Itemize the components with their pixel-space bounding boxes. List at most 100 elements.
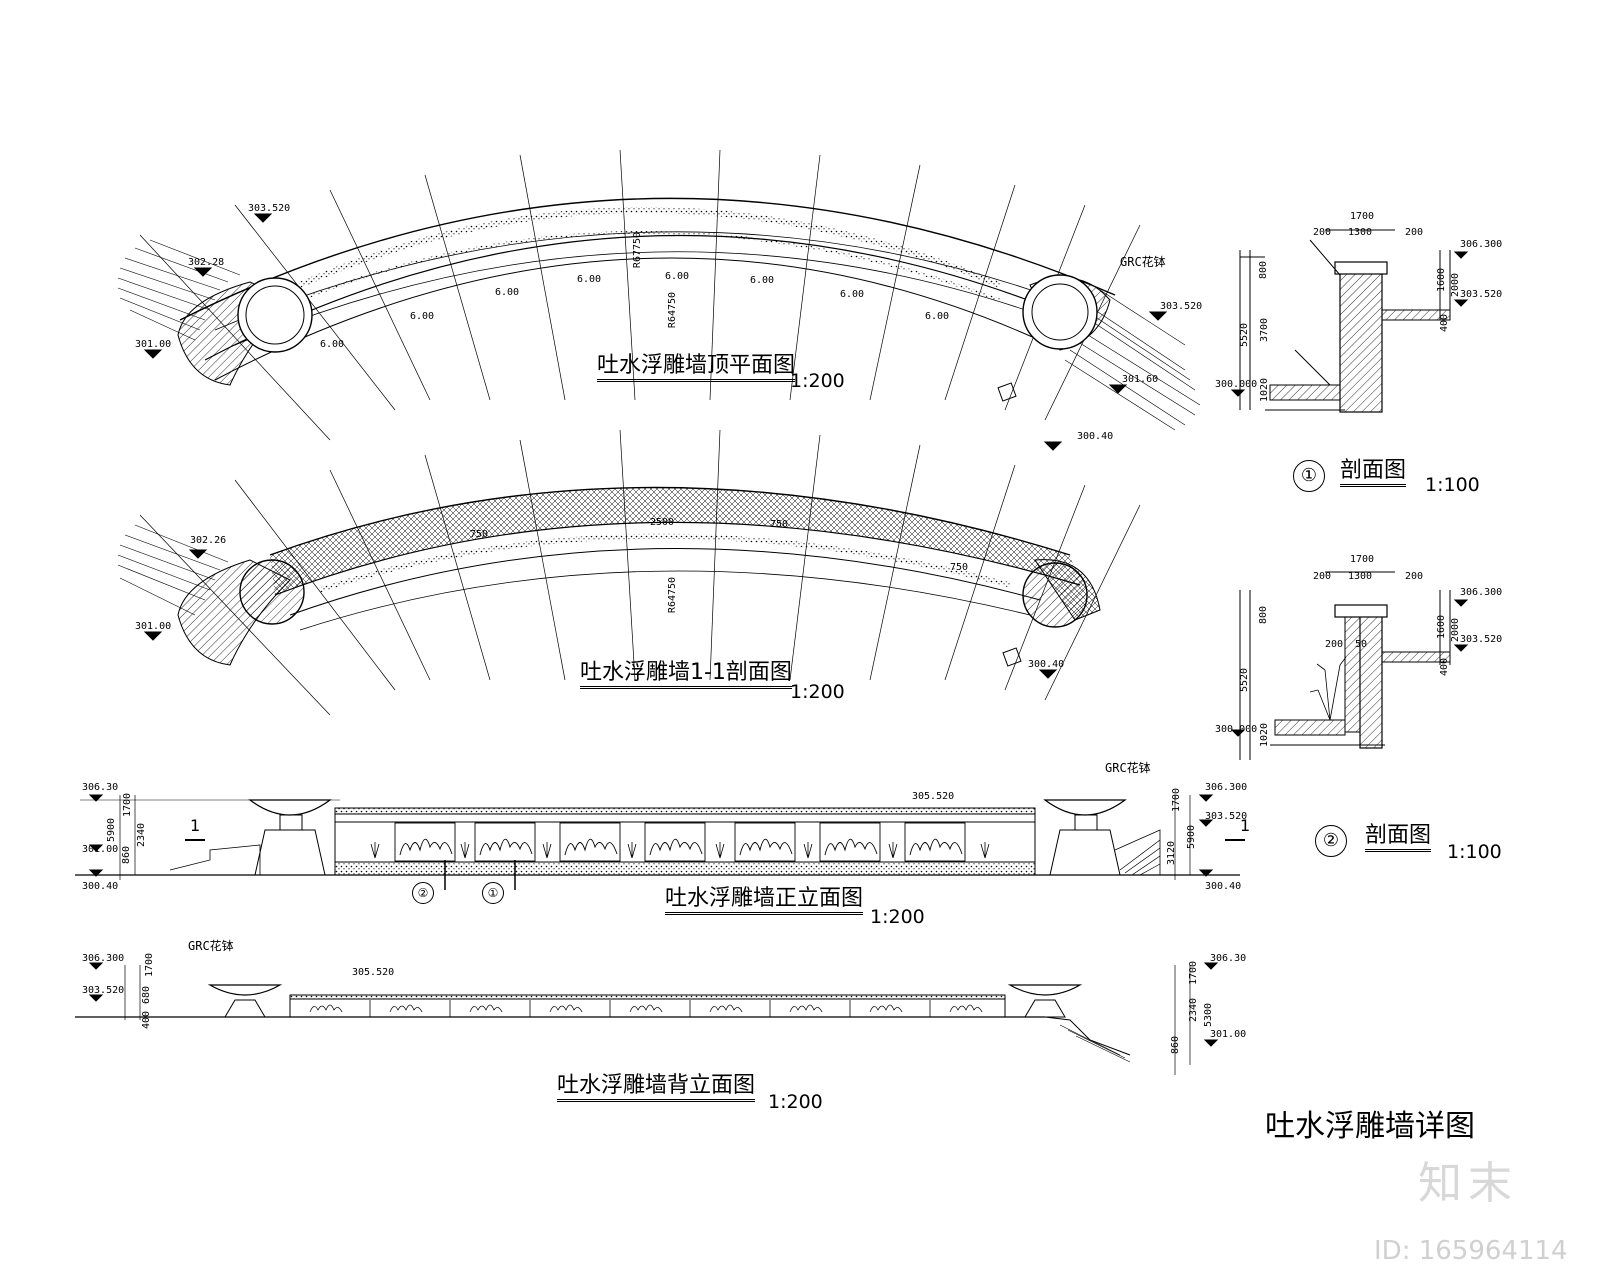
plan-section-drawing xyxy=(117,429,1141,716)
section1-dim-400: 400 xyxy=(1439,313,1451,333)
plan-top-drawing xyxy=(117,149,1201,451)
plan-section-radius: R64750 xyxy=(667,576,679,614)
section1-dim-1300: 1300 xyxy=(1348,227,1373,238)
plan-top-title: 吐水浮雕墙顶平面图 xyxy=(597,355,796,382)
plan-top-radius2: R67750 xyxy=(632,231,644,269)
plan-top-dim-4: 6.00 xyxy=(577,274,602,285)
section1-drawing xyxy=(1230,229,1469,413)
front-elev-right-1: 306.300 xyxy=(1205,782,1248,793)
section1-title: 剖面图 xyxy=(1340,460,1407,487)
plan-top-dim-7: 6.00 xyxy=(840,289,865,300)
section2-elev-1: 306.300 xyxy=(1460,587,1503,598)
front-elev-left-2: 301.00 xyxy=(82,844,119,855)
section1-dim-5520: 5520 xyxy=(1239,322,1251,348)
front-elev-dim-l4: 860 xyxy=(121,845,133,865)
plan-top-scale: 1:200 xyxy=(790,370,845,392)
section2-number: ② xyxy=(1315,825,1347,857)
section2-dim-400: 400 xyxy=(1439,657,1451,677)
section1-dim-1020: 1020 xyxy=(1259,377,1271,403)
section1-dim-1600: 1600 xyxy=(1436,267,1448,293)
section1-number: ① xyxy=(1293,460,1325,492)
section1-elev-2: 303.520 xyxy=(1460,289,1503,300)
watermark-id: ID: 165964114 xyxy=(1374,1236,1568,1266)
plan-top-dim-1: 6.00 xyxy=(320,339,345,350)
front-elev-left-3: 300.40 xyxy=(82,881,119,892)
front-elev-dim-r2: 5900 xyxy=(1186,824,1198,850)
section2-dim-800: 800 xyxy=(1258,605,1270,625)
section1-dim-1700: 1700 xyxy=(1350,211,1375,222)
front-elev-dim-l3: 2340 xyxy=(136,822,148,848)
front-elev-callout-1: ① xyxy=(482,882,504,904)
front-elev-dim-r1: 1700 xyxy=(1171,787,1183,813)
back-elev-mid: 305.520 xyxy=(352,967,395,978)
back-elevation-title: 吐水浮雕墙背立面图 xyxy=(557,1075,756,1102)
plan-section-elev-3: 300.40 xyxy=(1028,659,1065,670)
front-elev-left-1: 306.30 xyxy=(82,782,119,793)
section1-dim-200b: 200 xyxy=(1405,227,1424,238)
plan-top-elev-2: 302.28 xyxy=(188,257,225,268)
front-elevation-scale: 1:200 xyxy=(870,906,925,928)
plan-top-elev-5: 301.60 xyxy=(1122,374,1159,385)
section2-dim-1600: 1600 xyxy=(1436,614,1448,640)
back-elev-dim-r3: 5300 xyxy=(1203,1002,1215,1028)
section2-dim-5520: 5520 xyxy=(1239,667,1251,693)
section1-scale: 1:100 xyxy=(1425,474,1480,496)
back-elev-grc: GRC花钵 xyxy=(188,939,234,953)
plan-section-dim-3: 750 xyxy=(770,519,789,530)
front-elev-grc: GRC花钵 xyxy=(1105,761,1151,775)
section2-drawing xyxy=(1230,571,1469,760)
back-elevation-drawing xyxy=(75,962,1219,1075)
back-elev-right-1: 306.30 xyxy=(1210,953,1247,964)
section1-elev-1: 306.300 xyxy=(1460,239,1503,250)
plan-top-radius: R64750 xyxy=(667,291,679,329)
front-elevation-drawing xyxy=(75,794,1245,890)
back-elev-dim-r4: 860 xyxy=(1170,1035,1182,1055)
plan-top-dim-5: 6.00 xyxy=(665,271,690,282)
watermark-logo: 知末 xyxy=(1418,1158,1518,1209)
plan-section-scale: 1:200 xyxy=(790,681,845,703)
plan-top-grc: GRC花钵 xyxy=(1120,255,1166,269)
plan-top-dim-6: 6.00 xyxy=(750,275,775,286)
sheet-title: 吐水浮雕墙详图 xyxy=(1265,1109,1475,1144)
front-elev-right-3: 300.40 xyxy=(1205,881,1242,892)
plan-top-elev-4: 303.520 xyxy=(1160,301,1203,312)
section2-elev-2: 303.520 xyxy=(1460,634,1503,645)
plan-section-title: 吐水浮雕墙1-1剖面图 xyxy=(580,662,792,689)
plan-section-dim-4: 750 xyxy=(950,562,969,573)
front-elev-dim-l1: 1700 xyxy=(122,792,134,818)
plan-section-dim-2: 2500 xyxy=(650,517,675,528)
front-elev-mid: 305.520 xyxy=(912,791,955,802)
front-elev-callout-2: ② xyxy=(412,882,434,904)
section1-dim-200a: 200 xyxy=(1313,227,1332,238)
plan-section-elev-2: 301.00 xyxy=(135,621,172,632)
section2-dim-200a: 200 xyxy=(1313,571,1332,582)
back-elev-dim-l1: 1700 xyxy=(144,952,156,978)
front-elev-section-mark-left: 1 xyxy=(190,816,201,835)
section1-elev-3: 300.000 xyxy=(1215,379,1258,390)
front-elev-section-mark-right: 1 xyxy=(1240,816,1251,835)
section2-scale: 1:100 xyxy=(1447,841,1502,863)
front-elev-dim-r3: 3120 xyxy=(1166,840,1178,866)
plan-top-dim-2: 6.00 xyxy=(410,311,435,322)
plan-top-dim-3: 6.00 xyxy=(495,287,520,298)
front-elevation-title: 吐水浮雕墙正立面图 xyxy=(665,888,864,915)
front-elev-right-2: 303.520 xyxy=(1205,811,1248,822)
back-elev-right-2: 301.00 xyxy=(1210,1029,1247,1040)
section2-dim-1020: 1020 xyxy=(1259,722,1271,748)
section2-dim-50: 50 xyxy=(1355,639,1368,650)
section1-dim-2000: 2000 xyxy=(1450,272,1462,298)
back-elev-dim-r1: 1700 xyxy=(1188,960,1200,986)
back-elev-dim-l3: 400 xyxy=(141,1010,153,1030)
section2-dim-200c: 200 xyxy=(1325,639,1344,650)
back-elev-dim-r2: 2340 xyxy=(1188,997,1200,1023)
section2-elev-3: 300.000 xyxy=(1215,724,1258,735)
front-elev-dim-l2: 5900 xyxy=(106,817,118,843)
plan-top-elev-1: 303.520 xyxy=(248,203,291,214)
back-elev-left-2: 303.520 xyxy=(82,985,125,996)
back-elev-dim-l2: 680 xyxy=(141,985,153,1005)
plan-top-dim-8: 6.00 xyxy=(925,311,950,322)
section1-dim-3700: 3700 xyxy=(1259,317,1271,343)
section1-dim-800: 800 xyxy=(1258,260,1270,280)
section2-dim-1700: 1700 xyxy=(1350,554,1375,565)
